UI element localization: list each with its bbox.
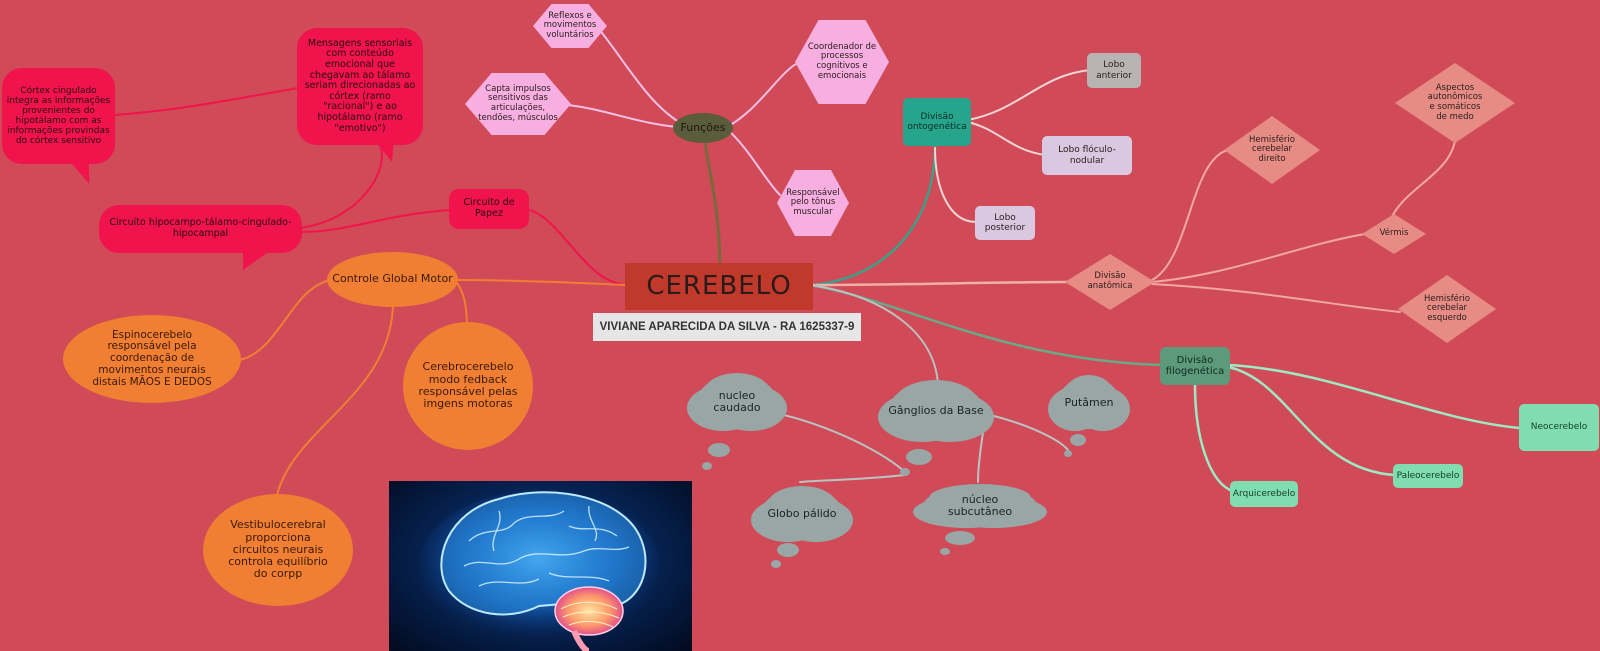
brain-illustration: [389, 481, 692, 651]
cerebrocerebelo-node[interactable]: Cerebrocerebelo modo fedback responsável…: [403, 322, 533, 450]
link-title-anatomica: [808, 280, 1070, 287]
putamen-node[interactable]: Putâmen: [1058, 377, 1120, 429]
nucleo-caudado-node[interactable]: nucleo caudado: [697, 375, 777, 429]
link-ganglios-caudado: [759, 409, 906, 473]
cloud-puff: [900, 468, 910, 476]
link-filo-paleo: [1226, 365, 1397, 477]
mensagens-node[interactable]: Mensagens sensoriais com conteúdo emocio…: [297, 28, 423, 145]
link-filo-neo: [1226, 363, 1522, 430]
link-filo-arqui: [1193, 383, 1232, 492]
link-anat-hemdireito: [1151, 149, 1229, 281]
link-title-motor: [457, 279, 626, 286]
brain-icon: [419, 491, 659, 651]
paleocerebelo-node[interactable]: Paleocerebelo: [1393, 464, 1463, 488]
circuit-node[interactable]: Circuito hipocampo-tálamo-cingulado-hipo…: [99, 205, 302, 253]
filogenetica-node[interactable]: Divisão filogenética: [1160, 347, 1230, 385]
link-title-ontogenetica: [808, 143, 937, 287]
cloud-puff: [702, 462, 712, 470]
link-motor-vestibulo: [274, 304, 394, 506]
link-onto-floculo: [967, 121, 1046, 156]
cingulado-node[interactable]: Córtex cingulado integra as informações …: [2, 68, 115, 164]
cloud-puff: [906, 449, 932, 465]
link-anat-vermis: [1151, 233, 1366, 283]
link-ganglios-putamen: [989, 414, 1069, 451]
link-motor-espino: [239, 279, 331, 361]
vestibulocerebral-node[interactable]: Vestibulocerebral proporciona circuitos …: [203, 494, 353, 606]
link-circuit-mensagens: [299, 144, 383, 229]
nucleo-subcutaneo-node[interactable]: núcleo subcutâneo: [923, 486, 1037, 526]
coordenador-node[interactable]: Coordenador de processos cognitivos e em…: [795, 20, 889, 104]
cloud-puff: [1070, 434, 1086, 446]
controle-motor-node[interactable]: Controle Global Motor: [327, 252, 458, 307]
central-title[interactable]: CEREBELO: [625, 263, 813, 310]
espinocerebelo-node[interactable]: Espinocerebelo responsável pela coordena…: [63, 315, 241, 403]
funcoes-node[interactable]: Funções: [673, 113, 733, 143]
link-funcoes-tonus: [727, 129, 781, 196]
cloud-puff: [708, 443, 730, 457]
cloud-puff: [777, 543, 799, 557]
link-mensagens-cingulado: [114, 87, 299, 116]
link-ganglios-subcutaneo: [977, 419, 986, 483]
cloud-puff: [940, 548, 950, 555]
tonus-node[interactable]: Responsável pelo tônus muscular: [777, 170, 849, 236]
link-funcoes-capta: [567, 104, 689, 129]
arquicerebelo-node[interactable]: Arquicerebelo: [1230, 481, 1298, 507]
cloud-puff: [771, 560, 781, 568]
cloud-puff: [945, 531, 975, 545]
papez-node[interactable]: Circuito de Papez: [449, 189, 529, 229]
link-title-papez: [519, 207, 626, 286]
link-onto-posterior: [934, 147, 977, 223]
ganglios-node[interactable]: Gânglios da Base: [888, 382, 984, 440]
link-onto-anterior: [967, 69, 1091, 121]
author-label: VIVIANE APARECIDA DA SILVA - RA 1625337-…: [593, 313, 861, 341]
link-vermis-aspectos: [1389, 139, 1456, 223]
link-motor-cerebro: [454, 279, 469, 329]
link-funcoes-coordenador: [724, 61, 801, 129]
link-anat-hemesquerdo: [1151, 283, 1401, 313]
lobo-posterior-node[interactable]: Lobo posterior: [975, 206, 1035, 240]
link-title-funcoes: [703, 133, 722, 272]
globo-palido-node[interactable]: Globo pálido: [761, 488, 843, 540]
neocerebelo-node[interactable]: Neocerebelo: [1519, 404, 1599, 451]
link-ganglios-globo: [799, 474, 906, 483]
cloud-puff: [1064, 450, 1072, 457]
lobo-floculo-node[interactable]: Lobo flóculo-nodular: [1042, 136, 1132, 175]
ontogenetica-node[interactable]: Divisão ontogenética: [903, 98, 971, 146]
link-papez-circuit: [299, 209, 451, 233]
link-title-ganglios: [809, 284, 939, 386]
lobo-anterior-node[interactable]: Lobo anterior: [1087, 53, 1141, 88]
